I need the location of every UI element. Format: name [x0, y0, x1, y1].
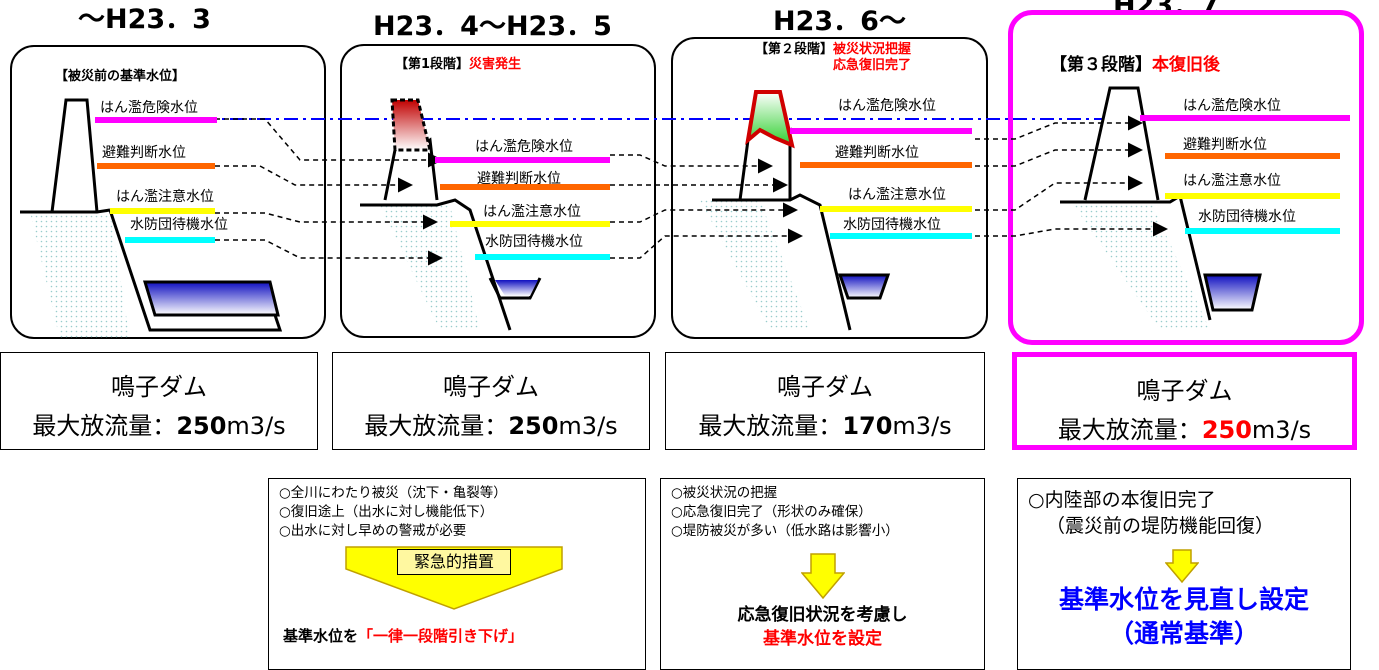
period-label-2: H23．4～H23．5: [373, 11, 612, 42]
p2-caution-label: はん濫注意水位: [483, 204, 581, 220]
note2-line-2: ○応急復旧完了（形状のみ確保）: [671, 504, 872, 520]
dam-box-4: 鳴子ダム 最大放流量：250m3/s: [1012, 352, 1357, 450]
down-arrow-2: [801, 553, 845, 599]
dam-flow-value-4: 250: [1201, 416, 1252, 444]
dam-name-3: 鳴子ダム: [777, 373, 873, 401]
note1-line-1: ○全川にわたり被災（沈下・亀裂等）: [279, 485, 507, 501]
period-label-1: ～H23．3: [78, 4, 211, 35]
p3-danger-label: はん濫危険水位: [838, 98, 936, 114]
p3-danger-bar: [790, 128, 972, 134]
p3-caution-bar: [820, 206, 972, 212]
note3-line-2: （震災前の堤防機能回復）: [1046, 515, 1275, 537]
p4-danger-label: はん濫危険水位: [1183, 98, 1281, 114]
dam-flow-label-2: 最大放流量：: [364, 412, 509, 440]
dam-flow-value-1: 250: [176, 412, 227, 440]
p1-standby-label: 水防団待機水位: [130, 217, 228, 233]
stage-bracket-2: 【第1段階】: [395, 57, 470, 72]
p3-evac-label: 避難判断水位: [835, 145, 919, 161]
dam-flow-4: 最大放流量：250m3/s: [1017, 410, 1352, 445]
stage-red-2: 災害発生: [469, 57, 522, 72]
p1-caution-bar: [110, 208, 215, 214]
note3-line-1: ○内陸部の本復旧完了: [1028, 489, 1216, 511]
stage-red-3b: 応急復旧完了: [833, 58, 912, 73]
stage-title-2: 【第1段階】災害発生: [395, 53, 521, 72]
p2-danger-label: はん濫危険水位: [475, 139, 573, 155]
note3-conclusion-sub: （通常基準）: [1108, 619, 1259, 648]
note1-line-3: ○出水に対し早めの警戒が必要: [279, 523, 467, 539]
p3-evac-bar: [800, 162, 972, 168]
levee-1: [20, 98, 130, 340]
p2-evac-label: 避難判断水位: [477, 171, 561, 187]
note-box-1: ○全川にわたり被災（沈下・亀裂等） ○復旧途上（出水に対し機能低下） ○出水に対…: [268, 478, 646, 670]
p2-danger-bar: [435, 157, 610, 163]
p2-evac-bar: [440, 184, 610, 190]
note1-conclusion: 基準水位を「一律一段階引き下げ」: [283, 625, 523, 646]
dam-flow-unit-3: m3/s: [892, 412, 952, 440]
p3-standby-bar: [830, 233, 972, 239]
stage-red-3: 被災状況把握: [833, 42, 912, 57]
channel-1: [108, 209, 283, 332]
stage-title-3: 【第２段階】被災状況把握 応急復旧完了: [755, 42, 911, 74]
note3-conclusion: 基準水位を見直し設定 （通常基準）: [1018, 583, 1350, 651]
note-box-3: ○内陸部の本復旧完了 （震災前の堤防機能回復） 基準水位を見直し設定 （通常基準…: [1017, 478, 1351, 670]
dam-box-1: 鳴子ダム 最大放流量：250m3/s: [0, 352, 318, 450]
down-arrow-3: [1165, 549, 1199, 583]
dam-box-3: 鳴子ダム 最大放流量：170m3/s: [665, 352, 985, 450]
dam-flow-unit-2: m3/s: [558, 412, 618, 440]
p2-standby-label: 水防団待機水位: [485, 234, 583, 250]
period-label-3: H23．6～: [773, 6, 906, 37]
p1-caution-label: はん濫注意水位: [116, 189, 214, 205]
note2-conclusion-red: 基準水位を設定: [763, 629, 882, 649]
p1-evac-label: 避難判断水位: [102, 145, 186, 161]
p1-danger-label: はん濫危険水位: [100, 100, 198, 116]
measure-label: 緊急的措置: [397, 549, 511, 575]
dam-name-1: 鳴子ダム: [111, 373, 207, 401]
dam-flow-label-4: 最大放流量：: [1057, 416, 1202, 444]
dam-flow-unit-1: m3/s: [226, 412, 286, 440]
p4-evac-bar: [1165, 153, 1340, 159]
stage-panel-3: [671, 37, 988, 339]
note1-conclusion-red: 「一律一段階引き下げ」: [358, 627, 524, 645]
p4-caution-label: はん濫注意水位: [1183, 173, 1281, 189]
dam-flow-1: 最大放流量：250m3/s: [1, 406, 317, 441]
dam-flow-label-1: 最大放流量：: [32, 412, 177, 440]
dam-flow-2: 最大放流量：250m3/s: [333, 406, 649, 441]
dam-flow-value-2: 250: [508, 412, 559, 440]
levee-2: [360, 98, 542, 331]
dam-flow-label-3: 最大放流量：: [698, 412, 843, 440]
p4-standby-bar: [1185, 228, 1340, 234]
p1-standby-bar: [125, 237, 215, 243]
note-box-2: ○被災状況の把握 ○応急復旧完了（形状のみ確保） ○堤防被災が多い（低水路は影響…: [660, 478, 985, 670]
p4-caution-bar: [1165, 193, 1340, 199]
p4-danger-bar: [1140, 115, 1350, 121]
note2-conclusion: 応急復旧状況を考慮し 基準水位を設定: [661, 603, 984, 651]
p1-danger-bar: [95, 117, 217, 123]
note1-conclusion-text: 基準水位を: [283, 627, 359, 645]
p2-standby-bar: [475, 254, 610, 260]
dam-box-2: 鳴子ダム 最大放流量：250m3/s: [332, 352, 650, 450]
stage-title-4: 【第３段階】本復旧後: [1050, 50, 1220, 75]
p3-standby-label: 水防団待機水位: [843, 217, 941, 233]
note2-line-1: ○被災状況の把握: [671, 485, 778, 501]
p4-evac-label: 避難判断水位: [1183, 137, 1267, 153]
p4-standby-label: 水防団待機水位: [1198, 209, 1296, 225]
p3-caution-label: はん濫注意水位: [848, 187, 946, 203]
stage-red-4: 本復旧後: [1152, 55, 1220, 75]
note3-conclusion-text: 基準水位を見直し設定: [1058, 585, 1309, 614]
transition-arrows: [215, 115, 1168, 266]
note1-line-2: ○復旧途上（出水に対し機能低下）: [279, 504, 494, 520]
dam-flow-value-3: 170: [842, 412, 893, 440]
p2-caution-bar: [450, 221, 610, 227]
dam-flow-3: 最大放流量：170m3/s: [666, 406, 984, 441]
stage-bracket-4: 【第３段階】: [1050, 55, 1152, 75]
dam-name-4: 鳴子ダム: [1136, 377, 1233, 405]
p1-evac-bar: [97, 163, 215, 169]
note2-conclusion-text: 応急復旧状況を考慮し: [737, 605, 908, 625]
stage-title-1: 【被災前の基準水位】: [55, 69, 186, 84]
note2-line-3: ○堤防被災が多い（低水路は影響小）: [671, 523, 899, 539]
stage-bracket-3: 【第２段階】: [755, 42, 834, 57]
dam-flow-unit-4: m3/s: [1251, 416, 1312, 444]
dam-name-2: 鳴子ダム: [443, 373, 539, 401]
